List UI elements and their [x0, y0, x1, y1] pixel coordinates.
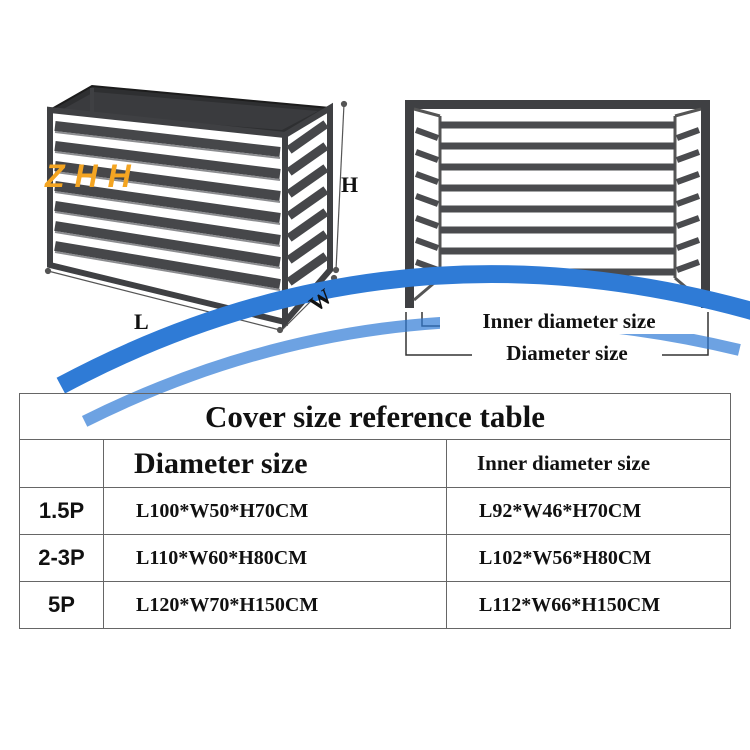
logo-text: ZHH [45, 158, 141, 194]
product-illustration: ZHH H L W Inner diameter size Diameter s… [37, 84, 750, 427]
cover-3d-drawing [44, 84, 348, 334]
size-reference-table: Cover size reference table Diameter size… [19, 393, 731, 629]
inner-diameter-label: Inner diameter size [440, 309, 698, 334]
inner-diameter-cell: L92*W46*H70CM [446, 487, 731, 535]
table-row: 1.5P L100*W50*H70CM L92*W46*H70CM [19, 487, 731, 535]
header-empty-cell [19, 439, 104, 488]
diameter-cell: L110*W60*H80CM [103, 534, 447, 582]
inner-diameter-cell: L112*W66*H150CM [446, 581, 731, 629]
diameter-cell: L120*W70*H150CM [103, 581, 447, 629]
height-label: H [341, 172, 359, 197]
inner-diameter-cell: L102*W56*H80CM [446, 534, 731, 582]
length-label: L [134, 309, 149, 334]
table-title: Cover size reference table [19, 393, 731, 440]
capacity-cell: 1.5P [19, 487, 104, 535]
capacity-cell: 2-3P [19, 534, 104, 582]
zhh-logo: ZHH [37, 154, 750, 427]
header-diameter-size: Diameter size [103, 439, 447, 488]
capacity-cell: 5P [19, 581, 104, 629]
table-row: 2-3P L110*W60*H80CM L102*W56*H80CM [19, 534, 731, 582]
diameter-label: Diameter size [472, 341, 662, 366]
table-row: 5P L120*W70*H150CM L112*W66*H150CM [19, 581, 731, 629]
diameter-cell: L100*W50*H70CM [103, 487, 447, 535]
header-inner-diameter-size: Inner diameter size [446, 439, 731, 488]
